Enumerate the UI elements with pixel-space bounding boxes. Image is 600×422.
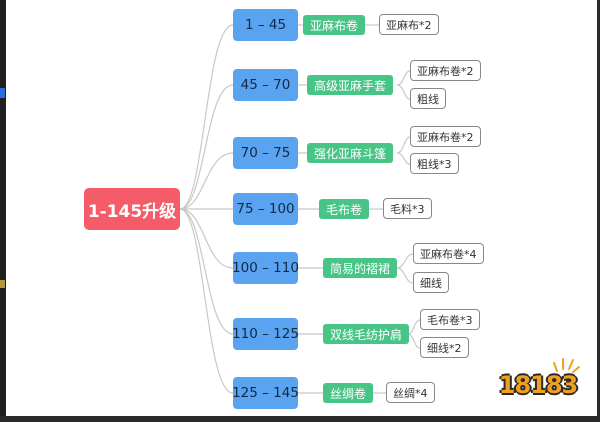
material-node-2-2[interactable]: 粗线 [410,88,446,109]
connector-item-mat-3b [396,152,411,165]
right-frame-edge [597,0,600,422]
material-node-3-1[interactable]: 亚麻布卷*2 [410,126,481,147]
range-node-2[interactable]: 45 – 70 [233,69,298,101]
material-node-5-1[interactable]: 亚麻布卷*4 [413,243,484,264]
connector-item-mat-6b [407,333,421,349]
left-edge-gold-mark [0,280,5,288]
connector-root-range-3 [179,152,234,210]
connector-root-range-1 [179,24,234,210]
material-node-7-1[interactable]: 丝绸*4 [386,382,435,403]
bottom-frame-edge [0,416,600,422]
item-node-7[interactable]: 丝绸卷 [323,383,374,403]
range-node-4[interactable]: 75 – 100 [233,193,298,225]
site-logo-watermark: 18183 [491,355,585,407]
material-node-3-2[interactable]: 粗线*3 [410,153,459,174]
connector-item-mat-6a [407,319,421,335]
connector-item-mat-2b [396,84,411,100]
material-node-6-1[interactable]: 毛布卷*3 [420,309,480,330]
range-node-7[interactable]: 125 – 145 [232,377,299,409]
item-node-2[interactable]: 高级亚麻手套 [307,75,394,95]
item-node-4[interactable]: 毛布卷 [319,199,370,219]
connector-item-mat-2a [396,70,411,86]
spark-icon [553,358,580,373]
material-node-1-1[interactable]: 亚麻布*2 [379,14,439,35]
connector-root-range-5 [179,208,234,269]
item-node-5[interactable]: 简易的褶裙 [323,258,398,278]
range-node-6[interactable]: 110 – 125 [232,318,299,350]
connector-item-mat-5b [396,267,414,284]
connector-root-range-7 [179,208,234,394]
item-node-1[interactable]: 亚麻布卷 [303,15,366,35]
left-edge-blue-mark [0,88,5,98]
material-node-4-1[interactable]: 毛料*3 [383,198,432,219]
left-frame-edge [0,0,6,422]
root-node[interactable]: 1-145升级 [84,188,180,230]
logo-text: 18183 [498,371,579,399]
item-node-6[interactable]: 双线毛纺护肩 [323,324,410,344]
connector-root-range-2 [179,84,234,210]
connector-item-mat-3a [396,136,411,154]
range-node-3[interactable]: 70 – 75 [233,137,298,169]
material-node-5-2[interactable]: 细线 [413,272,449,293]
connector-item-mat-5a [396,253,414,269]
material-node-6-2[interactable]: 细线*2 [420,337,469,358]
item-node-3[interactable]: 强化亚麻斗篷 [307,143,394,163]
material-node-2-1[interactable]: 亚麻布卷*2 [410,60,481,81]
range-node-1[interactable]: 1 – 45 [233,9,298,41]
range-node-5[interactable]: 100 – 110 [232,252,299,284]
connector-root-range-6 [179,208,234,335]
